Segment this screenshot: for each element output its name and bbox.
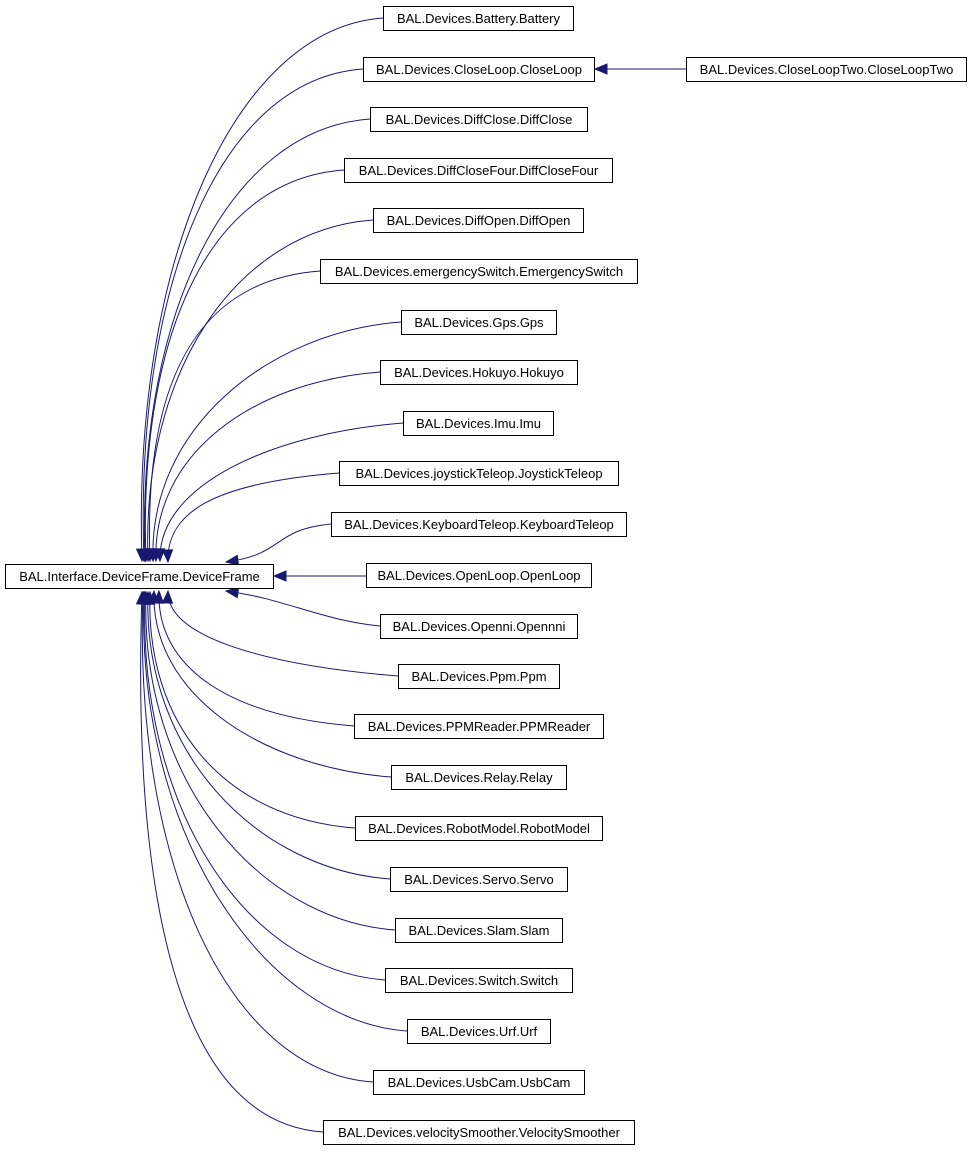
node-switch[interactable]: BAL.Devices.Switch.Switch xyxy=(385,968,573,993)
inheritance-arrowhead xyxy=(224,586,240,599)
node-label: BAL.Devices.Imu.Imu xyxy=(416,416,541,431)
inheritance-edge xyxy=(145,591,396,931)
node-base[interactable]: BAL.Interface.DeviceFrame.DeviceFrame xyxy=(5,564,274,589)
inheritance-edge xyxy=(143,591,408,1032)
node-openni[interactable]: BAL.Devices.Openni.Opennni xyxy=(380,614,578,639)
node-diffclose[interactable]: BAL.Devices.DiffClose.DiffClose xyxy=(370,107,588,132)
node-label: BAL.Devices.joystickTeleop.JoystickTeleo… xyxy=(355,466,602,481)
inheritance-edge xyxy=(155,371,381,562)
inheritance-edge xyxy=(147,591,391,880)
node-gps[interactable]: BAL.Devices.Gps.Gps xyxy=(401,310,557,335)
node-relay[interactable]: BAL.Devices.Relay.Relay xyxy=(391,765,567,790)
inheritance-arrowhead xyxy=(161,549,174,564)
inheritance-edge xyxy=(225,523,332,563)
inheritance-edge xyxy=(140,17,384,562)
node-label: BAL.Devices.Openni.Opennni xyxy=(393,619,566,634)
node-joysticktele[interactable]: BAL.Devices.joystickTeleop.JoystickTeleo… xyxy=(339,461,619,486)
node-label: BAL.Devices.KeyboardTeleop.KeyboardTeleo… xyxy=(344,517,614,532)
node-label: BAL.Devices.Relay.Relay xyxy=(405,770,553,785)
node-hokuyo[interactable]: BAL.Devices.Hokuyo.Hokuyo xyxy=(380,360,578,385)
inheritance-arrowhead xyxy=(161,589,174,604)
inheritance-edge xyxy=(144,169,345,562)
node-diffclosefour[interactable]: BAL.Devices.DiffCloseFour.DiffCloseFour xyxy=(344,158,613,183)
inheritance-arrowhead xyxy=(224,554,240,567)
node-label: BAL.Devices.Switch.Switch xyxy=(400,973,558,988)
inheritance-edge xyxy=(148,270,321,562)
node-closelooptwo[interactable]: BAL.Devices.CloseLoopTwo.CloseLoopTwo xyxy=(686,57,967,82)
inheritance-edge xyxy=(159,422,404,562)
node-robotmodel[interactable]: BAL.Devices.RobotModel.RobotModel xyxy=(355,816,603,841)
edges-layer xyxy=(135,17,686,1133)
inheritance-edge xyxy=(167,472,340,563)
inheritance-edge xyxy=(152,321,402,562)
inheritance-edge xyxy=(158,590,355,727)
node-label: BAL.Devices.Hokuyo.Hokuyo xyxy=(394,365,564,380)
inheritance-edge xyxy=(141,591,374,1083)
node-label: BAL.Devices.Servo.Servo xyxy=(404,872,554,887)
node-label: BAL.Devices.UsbCam.UsbCam xyxy=(388,1075,571,1090)
node-label: BAL.Devices.OpenLoop.OpenLoop xyxy=(377,568,580,583)
node-diffopen[interactable]: BAL.Devices.DiffOpen.DiffOpen xyxy=(373,208,584,233)
node-label: BAL.Devices.Slam.Slam xyxy=(409,923,550,938)
node-openloop[interactable]: BAL.Devices.OpenLoop.OpenLoop xyxy=(366,563,592,588)
node-label: BAL.Devices.DiffClose.DiffClose xyxy=(386,112,573,127)
inheritance-arrowhead xyxy=(135,590,148,605)
node-label: BAL.Devices.CloseLoop.CloseLoop xyxy=(376,62,582,77)
inheritance-edge xyxy=(144,591,386,981)
inheritance-edge xyxy=(153,590,392,778)
inheritance-edge xyxy=(143,118,371,562)
node-label: BAL.Devices.Urf.Urf xyxy=(421,1024,538,1039)
node-label: BAL.Devices.velocitySmoother.VelocitySmo… xyxy=(338,1125,620,1140)
inheritance-edge xyxy=(167,590,399,677)
node-emergencyswitch[interactable]: BAL.Devices.emergencySwitch.EmergencySwi… xyxy=(320,259,638,284)
node-battery[interactable]: BAL.Devices.Battery.Battery xyxy=(383,6,574,31)
node-ppmreader[interactable]: BAL.Devices.PPMReader.PPMReader xyxy=(354,714,604,739)
node-usbcam[interactable]: BAL.Devices.UsbCam.UsbCam xyxy=(373,1070,585,1095)
node-label: BAL.Interface.DeviceFrame.DeviceFrame xyxy=(19,569,260,584)
node-slam[interactable]: BAL.Devices.Slam.Slam xyxy=(395,918,563,943)
node-closeloop[interactable]: BAL.Devices.CloseLoop.CloseLoop xyxy=(363,57,595,82)
node-label: BAL.Devices.Battery.Battery xyxy=(397,11,561,26)
inheritance-edge xyxy=(142,68,364,562)
inheritance-arrowhead xyxy=(153,548,166,563)
node-label: BAL.Devices.Gps.Gps xyxy=(414,315,544,330)
node-label: BAL.Devices.DiffCloseFour.DiffCloseFour xyxy=(359,163,599,178)
node-label: BAL.Devices.RobotModel.RobotModel xyxy=(368,821,590,836)
inheritance-edge xyxy=(140,591,324,1133)
inheritance-arrowhead xyxy=(593,63,608,75)
inheritance-edge xyxy=(149,591,356,829)
node-velocitysmoother[interactable]: BAL.Devices.velocitySmoother.VelocitySmo… xyxy=(323,1120,635,1145)
node-keyboardtele[interactable]: BAL.Devices.KeyboardTeleop.KeyboardTeleo… xyxy=(331,512,627,537)
node-label: BAL.Devices.CloseLoopTwo.CloseLoopTwo xyxy=(700,62,954,77)
node-label: BAL.Devices.Ppm.Ppm xyxy=(411,669,546,684)
node-urf[interactable]: BAL.Devices.Urf.Urf xyxy=(407,1019,551,1044)
inheritance-arrowhead xyxy=(272,570,287,582)
node-imu[interactable]: BAL.Devices.Imu.Imu xyxy=(403,411,554,436)
node-label: BAL.Devices.DiffOpen.DiffOpen xyxy=(387,213,571,228)
inheritance-edge xyxy=(225,590,381,627)
node-label: BAL.Devices.PPMReader.PPMReader xyxy=(368,719,591,734)
node-label: BAL.Devices.emergencySwitch.EmergencySwi… xyxy=(335,264,623,279)
node-servo[interactable]: BAL.Devices.Servo.Servo xyxy=(390,867,568,892)
node-ppm[interactable]: BAL.Devices.Ppm.Ppm xyxy=(398,664,560,689)
